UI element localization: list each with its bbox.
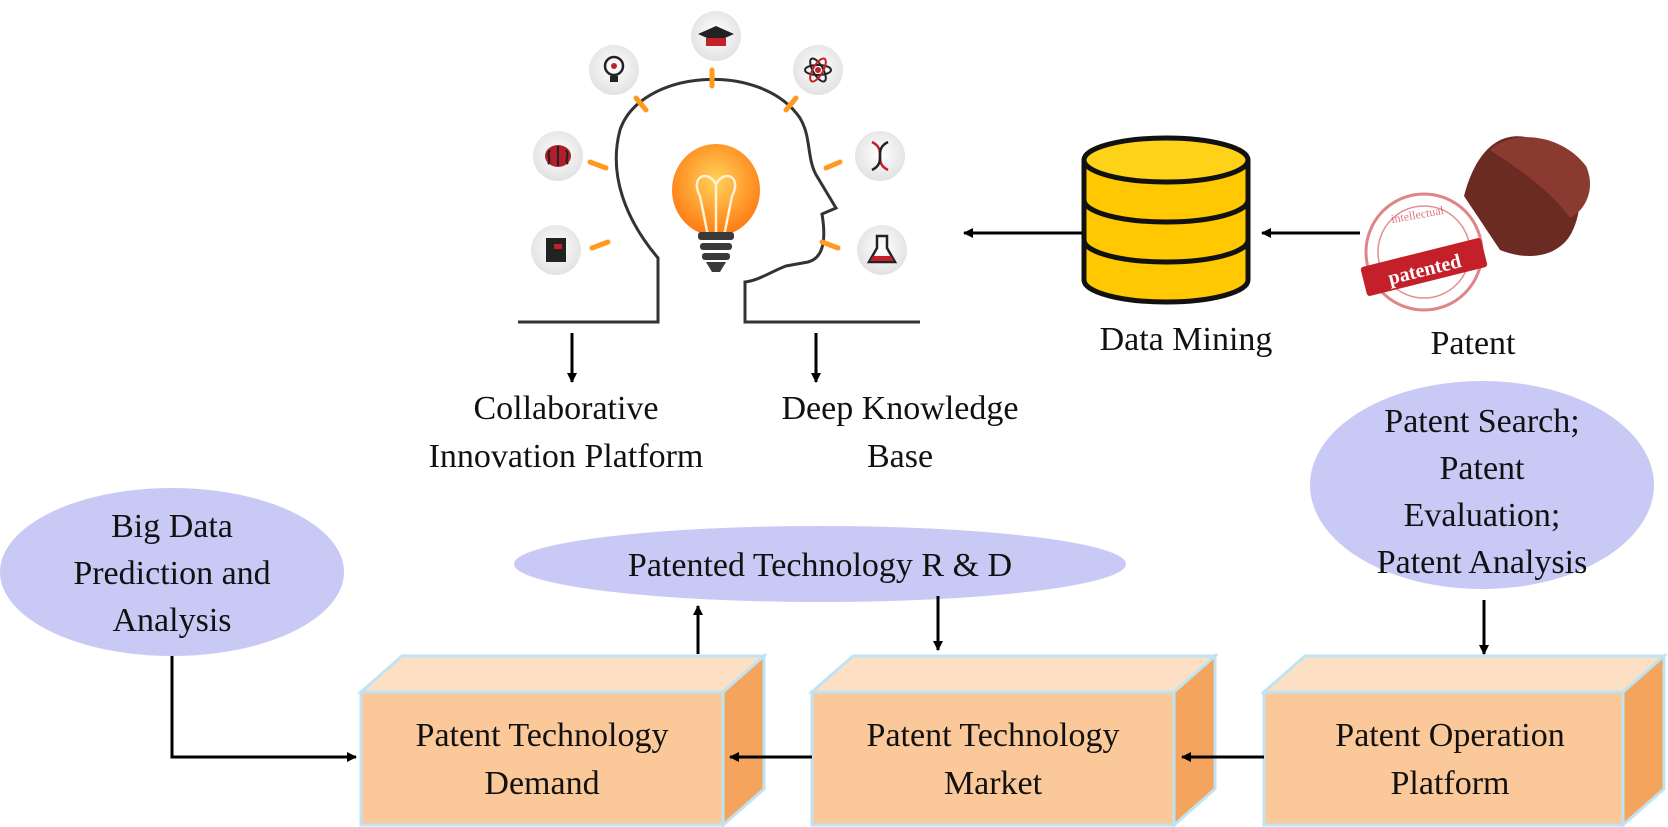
database-icon <box>1081 135 1251 305</box>
operation-box: Patent Operation Platform <box>1260 652 1668 827</box>
light-rays <box>587 67 843 251</box>
search-line-4: Patent Analysis <box>1377 544 1588 581</box>
collab-line-2: Innovation Platform <box>429 438 704 475</box>
deep-line-1: Deep Knowledge <box>782 390 1019 427</box>
collab-line-1: Collaborative <box>473 390 658 427</box>
patent-search-ellipse: Patent Search; Patent Evaluation; Patent… <box>1310 381 1654 589</box>
deep-line-2: Base <box>867 438 933 475</box>
stamp-icon: intellectual patented <box>1360 136 1591 312</box>
big-data-line-1: Big Data <box>111 508 233 545</box>
stamp-ring-text: intellectual <box>1390 203 1446 226</box>
arrow-bigdata-to-demand <box>170 656 357 762</box>
market-line-1: Patent Technology <box>867 717 1120 754</box>
dna-icon <box>855 131 905 181</box>
flask-icon <box>857 225 907 275</box>
market-box: Patent Technology Market <box>808 652 1219 827</box>
search-line-3: Evaluation; <box>1404 497 1561 534</box>
demand-line-2: Demand <box>484 765 599 802</box>
operation-line-2: Platform <box>1391 765 1510 802</box>
data-mining-label: Data Mining <box>1100 321 1273 358</box>
demand-box: Patent Technology Demand <box>357 652 768 827</box>
rd-label: Patented Technology R & D <box>628 547 1012 584</box>
market-line-2: Market <box>944 765 1043 802</box>
big-data-line-3: Analysis <box>113 602 232 639</box>
lightbulb-icon <box>589 45 639 95</box>
operation-line-1: Patent Operation <box>1335 717 1564 754</box>
arrows <box>170 228 1489 762</box>
patent-label: Patent <box>1431 325 1517 362</box>
atom-icon <box>793 45 843 95</box>
graduation-cap-icon <box>691 11 741 61</box>
head-bulb-icon <box>518 77 920 324</box>
brain-icon <box>533 131 583 181</box>
big-data-ellipse: Big Data Prediction and Analysis <box>0 488 344 656</box>
demand-line-1: Patent Technology <box>416 717 669 754</box>
book-icon <box>531 225 581 275</box>
rd-ellipse: Patented Technology R & D <box>514 526 1126 602</box>
search-line-1: Patent Search; <box>1384 403 1579 440</box>
big-data-line-2: Prediction and <box>73 555 270 592</box>
search-line-2: Patent <box>1440 450 1526 487</box>
